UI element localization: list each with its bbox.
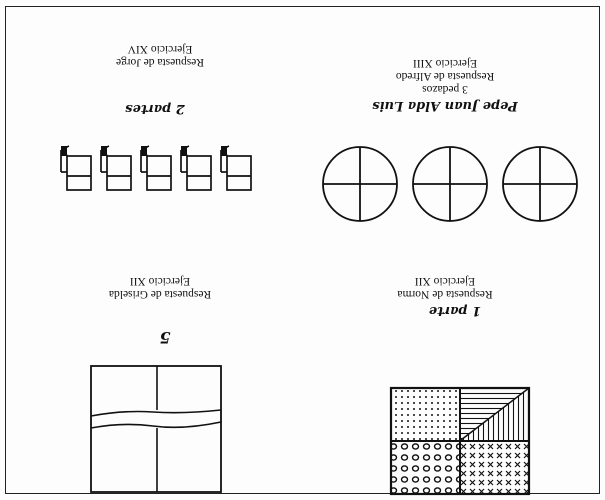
jorge-caption-name: Respuesta de Jorge bbox=[85, 55, 235, 68]
jorge-caption-exercise: Ejercicio XIV bbox=[85, 42, 235, 55]
griselda-handwritten-answer: 5 bbox=[145, 328, 185, 347]
norma-caption-name: Respuesta de Norma bbox=[375, 287, 515, 300]
griselda-caption-exercise: Ejercicio XII bbox=[80, 274, 240, 287]
alfredo-handwritten-names: Pepe Juan Alda Luis bbox=[325, 98, 565, 113]
alfredo-caption-name: Respuesta de Alfredo bbox=[365, 69, 525, 82]
alfredo-caption-exercise: Ejercicio XIII bbox=[365, 56, 525, 69]
jorge-caption: Respuesta de Jorge Ejercicio XIV bbox=[85, 42, 235, 68]
norma-caption: Respuesta de Norma Ejercicio XII bbox=[375, 274, 515, 300]
alfredo-caption-pieces: 3 pedazos bbox=[365, 82, 525, 95]
alfredo-circles bbox=[315, 142, 585, 222]
alfredo-caption: 3 pedazos Respuesta de Alfredo Ejercicio… bbox=[365, 56, 525, 95]
griselda-caption-name: Respuesta de Griselda bbox=[80, 287, 240, 300]
jorge-chairs bbox=[51, 142, 253, 192]
norma-quartered-square bbox=[381, 384, 531, 496]
griselda-square bbox=[83, 354, 223, 494]
norma-handwritten-answer: 1 parte bbox=[425, 303, 485, 318]
jorge-handwritten-answer: 2 partes bbox=[105, 101, 205, 116]
griselda-caption: Respuesta de Griselda Ejercicio XII bbox=[80, 274, 240, 300]
norma-caption-exercise: Ejercicio XII bbox=[375, 274, 515, 287]
